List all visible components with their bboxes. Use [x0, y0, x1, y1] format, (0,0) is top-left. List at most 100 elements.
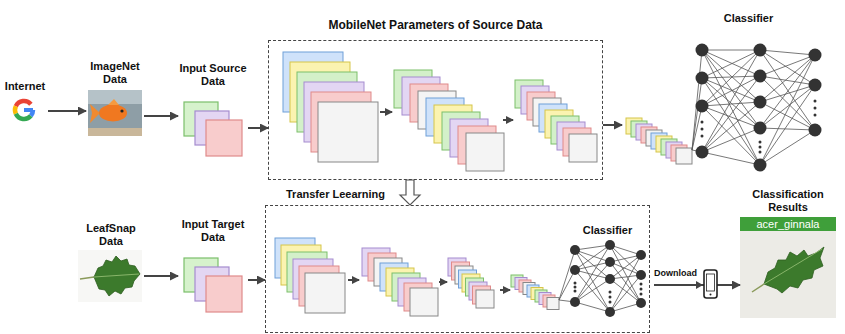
feature-map-stack	[515, 80, 597, 162]
illustration-part	[559, 250, 575, 300]
feature-map	[676, 148, 692, 164]
illustration-part	[760, 130, 815, 165]
goldfish-photo	[88, 90, 142, 136]
flow-arrow	[144, 115, 178, 117]
illustration-part	[575, 262, 610, 270]
input-data-stack	[184, 102, 242, 156]
feature-map-stack	[626, 118, 692, 164]
ellipsis-dot	[701, 135, 704, 138]
illustration-part	[575, 279, 610, 302]
neuron	[754, 44, 767, 57]
illustration-part	[702, 152, 760, 165]
illustration-part	[702, 50, 760, 106]
illustration-part	[702, 106, 760, 165]
neural-network	[692, 44, 822, 172]
ellipsis-dot	[640, 283, 643, 286]
illustration-part	[702, 102, 760, 152]
illustration-part	[752, 284, 764, 292]
illustration-part	[575, 262, 610, 302]
neuron	[636, 298, 646, 308]
input-data-stack	[184, 258, 242, 312]
edge-label: Download	[653, 268, 698, 279]
ellipsis-dot	[814, 107, 817, 110]
illustration-part	[575, 250, 610, 312]
phone-screen	[707, 274, 715, 291]
illustration-part	[760, 85, 815, 128]
illustration-part	[94, 274, 139, 277]
illustration-part	[692, 78, 702, 150]
illustration-part	[760, 128, 815, 130]
phone-button	[710, 294, 712, 296]
illustration-part	[575, 250, 610, 262]
illustration-part	[206, 120, 242, 156]
feature-map	[410, 288, 438, 316]
layout-arrow	[348, 279, 359, 281]
phone-icon	[704, 270, 717, 298]
illustration-part	[16, 114, 31, 119]
node-heading: Classifier	[561, 224, 654, 237]
transfer-group: Transfer LeearningClassifier	[265, 205, 650, 333]
layout-arrow	[503, 119, 513, 121]
neuron	[605, 240, 615, 250]
input-stack-node: Input Target Data	[178, 218, 248, 314]
node-heading: Internet	[2, 80, 48, 93]
node-heading: Input Source Data	[178, 62, 248, 88]
neuron	[696, 72, 709, 85]
illustration-part	[120, 109, 123, 112]
illustration-part	[80, 277, 94, 279]
node-heading: ImageNet Data	[86, 60, 144, 86]
neuron	[696, 146, 709, 159]
neural-network	[559, 240, 646, 317]
illustration-part	[702, 76, 760, 152]
illustration-part	[108, 99, 119, 105]
feature-map	[569, 134, 597, 162]
feature-map-stack	[362, 248, 438, 316]
illustration-part	[99, 105, 127, 122]
neuron	[809, 79, 822, 92]
illustration-part	[88, 90, 142, 104]
neuron	[754, 96, 767, 109]
feature-map	[476, 290, 494, 308]
illustration-part	[702, 78, 760, 102]
illustration-part	[90, 104, 100, 123]
arrow-head	[696, 281, 703, 289]
illustration-part	[702, 128, 760, 152]
illustration-part	[760, 55, 815, 128]
flow-arrow	[248, 279, 265, 281]
layout-arrow	[380, 111, 392, 113]
neuron	[754, 122, 767, 135]
ellipsis-dot	[574, 286, 577, 289]
flow-arrow	[48, 110, 86, 112]
illustration-part	[88, 90, 142, 136]
feature-map	[547, 298, 559, 310]
layout-arrow	[500, 289, 510, 291]
neuron	[605, 307, 615, 317]
illustration-part	[24, 108, 33, 112]
image-node: LeafSnap Data	[78, 222, 144, 306]
classifier-node: Classifier	[622, 12, 835, 180]
feature-map	[466, 133, 504, 171]
illustration-part	[88, 128, 142, 136]
illustration-part	[702, 50, 760, 165]
network-group: MobileNet Parameters of Source Data	[268, 40, 603, 180]
feature-map-stack	[448, 258, 494, 308]
ellipsis-dot	[574, 282, 577, 285]
ellipsis-dot	[759, 141, 762, 144]
ellipsis-dot	[701, 121, 704, 124]
feature-map-stack	[511, 275, 559, 310]
google-icon	[15, 101, 33, 119]
illustration-part	[702, 50, 760, 51]
result-node: Classification Resultsacer_ginnala	[740, 188, 836, 318]
illustration-part	[702, 50, 760, 102]
ellipsis-dot	[609, 301, 612, 304]
layout-arrow	[439, 281, 447, 283]
neuron	[636, 270, 646, 280]
neuron	[696, 44, 709, 57]
ellipsis-dot	[609, 296, 612, 299]
neuron	[570, 265, 580, 275]
source-icon-node: Internet	[2, 80, 48, 128]
illustration-part	[692, 106, 702, 150]
image-node: ImageNet Data	[86, 60, 144, 138]
